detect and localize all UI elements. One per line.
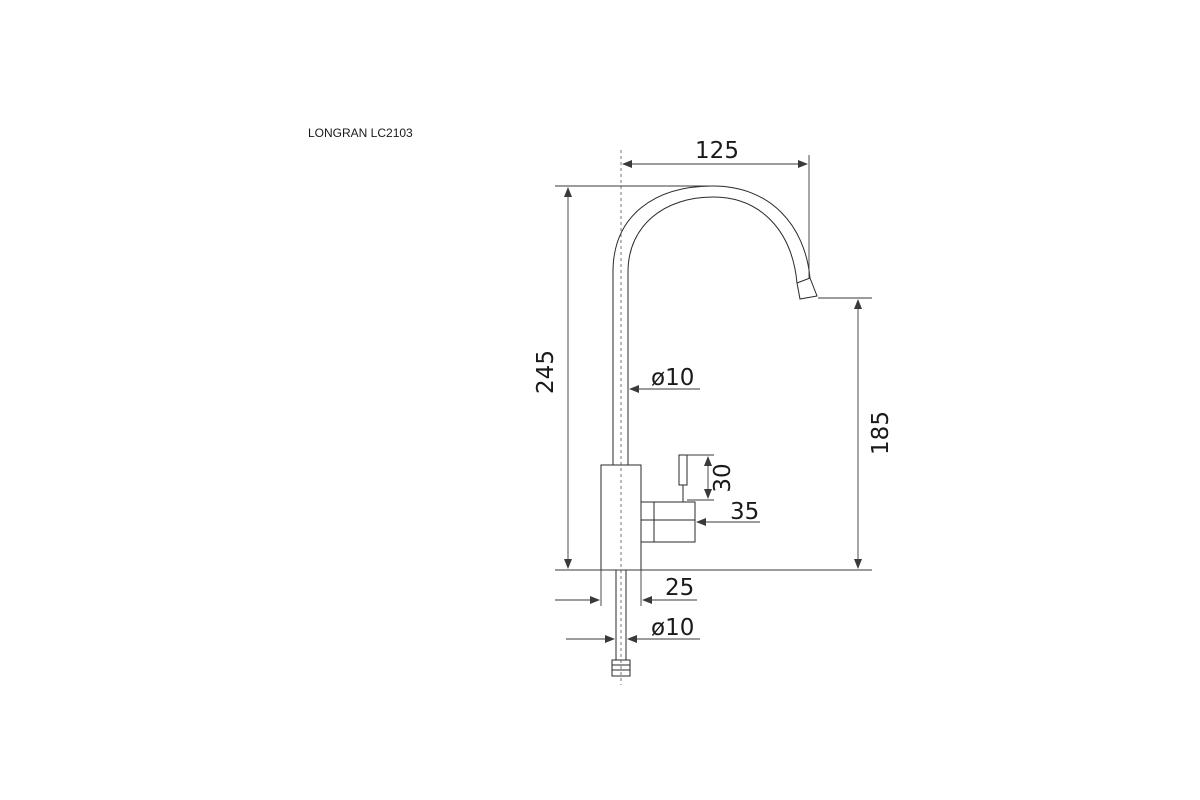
gooseneck-inner — [627, 196, 798, 465]
body-width-label: 25 — [665, 575, 694, 601]
dimension-lines — [555, 155, 872, 643]
spout-height-label: 185 — [868, 411, 894, 455]
pipe-diameter-label: ø10 — [651, 365, 694, 391]
inlet-diameter-label: ø10 — [651, 615, 694, 641]
faucet-outline — [555, 150, 872, 685]
total-height-label: 245 — [533, 350, 559, 394]
reach-label: 125 — [695, 138, 739, 164]
handle-block — [640, 501, 696, 543]
model-title: LONGRAN LC2103 — [308, 126, 413, 140]
handle-length-label: 35 — [730, 499, 759, 525]
lever-height-label: 30 — [710, 463, 736, 492]
handle-lever — [678, 454, 688, 486]
spout-nozzle — [796, 277, 818, 300]
